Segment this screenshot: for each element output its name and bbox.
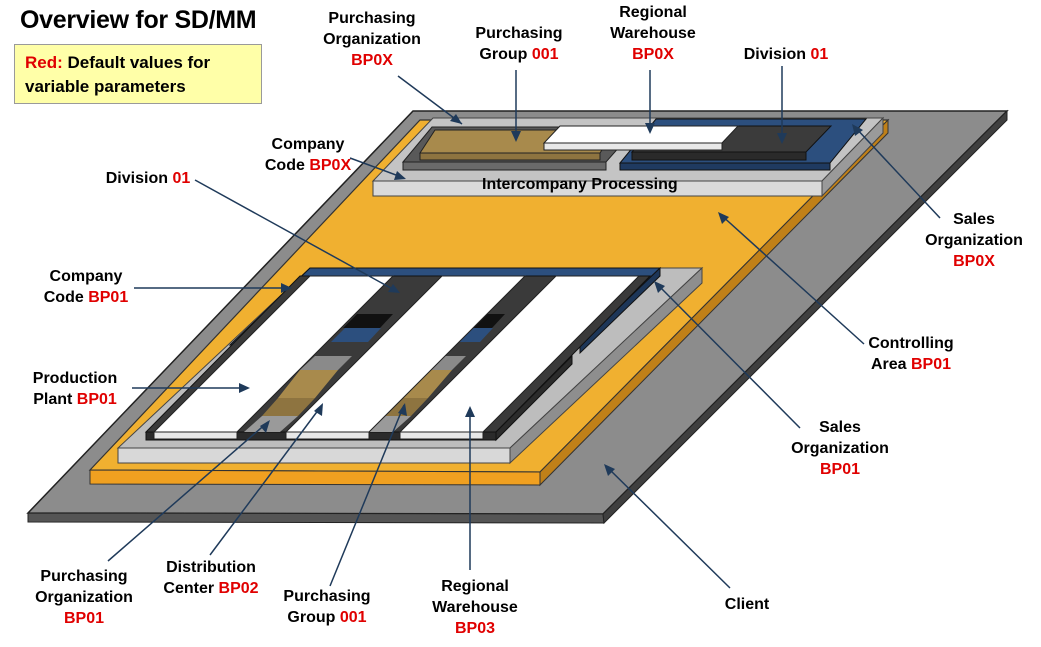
diagram-title: Overview for SD/MM [20, 6, 257, 34]
label-controlling-area-bp01: Controlling Area BP01 [868, 335, 954, 373]
label-purchasing-org-bp0x: Purchasing Organization BP0X [323, 10, 421, 69]
regional-warehouse-bp0x-slab [542, 125, 740, 151]
legend-text: Default values for variable parameters [25, 53, 211, 96]
label-distribution-center-bp02: Distribution Center BP02 [163, 559, 259, 597]
callout-so-bp01 [655, 282, 801, 429]
callout-po-bp01 [107, 421, 269, 562]
legend-red-word: Red: [25, 53, 63, 72]
label-regional-warehouse-bp03: Regional Warehouse BP03 [432, 578, 518, 637]
label-company-code-bp0x: Company Code BP0X [264, 136, 352, 174]
callout-ca-bp01 [719, 213, 865, 345]
label-sales-org-bp0x: Sales Organization BP0X [925, 211, 1023, 270]
label-intercompany-processing: Intercompany Processing [482, 176, 678, 193]
label-company-code-bp01: Company Code BP01 [43, 268, 129, 306]
label-client: Client [724, 596, 770, 613]
label-production-plant-bp01: Production Plant BP01 [32, 370, 118, 408]
callout-cc-bp0x [349, 157, 405, 179]
callout-dc-bp02 [209, 404, 323, 556]
label-division-01-top: Division 01 [743, 46, 829, 63]
label-purchasing-group-001: Purchasing Group 001 [283, 588, 371, 626]
plant-slabs [152, 275, 641, 440]
callout-lines [107, 66, 941, 589]
label-sales-org-bp01: Sales Organization BP01 [791, 419, 889, 478]
callout-client [605, 465, 731, 589]
label-purchasing-group-001-top: Purchasing Group 001 [475, 25, 563, 63]
callout-po-bp0x [397, 75, 463, 125]
callout-pg-001 [329, 404, 405, 587]
label-division-01: Division 01 [105, 170, 191, 187]
callout-arrowheads [239, 114, 863, 476]
label-purchasing-org-bp01: Purchasing Organization BP01 [35, 568, 133, 627]
label-regional-warehouse-bp0x: Regional Warehouse BP0X [610, 4, 696, 63]
callout-so-bp0x [853, 125, 941, 219]
legend-box: Red: Default values for variable paramet… [14, 44, 262, 104]
callout-div-01 [194, 179, 399, 293]
